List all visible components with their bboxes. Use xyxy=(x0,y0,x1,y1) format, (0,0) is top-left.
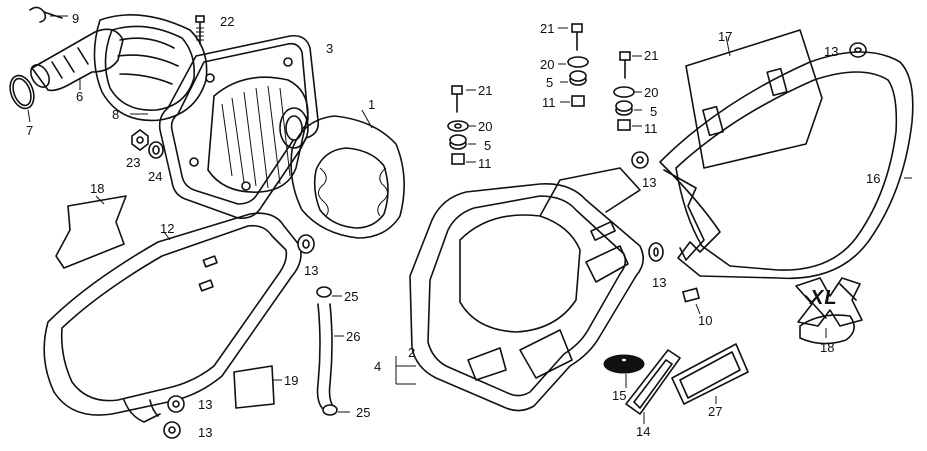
label-5-upper: 5 xyxy=(546,75,554,90)
label-25-bottom: 25 xyxy=(356,405,371,420)
label-18-left: 18 xyxy=(90,181,105,196)
label-13-b: 13 xyxy=(198,397,213,412)
label-21-center: 21 xyxy=(478,83,493,98)
label-3: 3 xyxy=(326,41,334,56)
part-25-clip-bottom xyxy=(322,404,350,416)
label-13-a: 13 xyxy=(304,263,319,278)
label-13-f: 13 xyxy=(652,275,667,290)
bolt-stack-right xyxy=(613,51,642,131)
label-5-center: 5 xyxy=(484,138,492,153)
label-20-right: 20 xyxy=(644,85,659,100)
part-23-nut xyxy=(131,129,149,151)
label-20-center: 20 xyxy=(478,119,493,134)
label-27: 27 xyxy=(708,404,723,419)
part-14-gasket xyxy=(625,349,681,424)
part-16-side-cover xyxy=(659,51,914,280)
part-1-foam xyxy=(290,109,405,239)
label-2: 2 xyxy=(408,345,416,360)
label-10: 10 xyxy=(698,313,713,328)
grommet-13-c xyxy=(163,421,181,439)
grommet-13-a xyxy=(297,234,315,254)
grommet-13-d xyxy=(849,42,867,58)
label-20-upper: 20 xyxy=(540,57,555,72)
label-5-right: 5 xyxy=(650,104,658,119)
label-26: 26 xyxy=(346,329,361,344)
label-23: 23 xyxy=(126,155,141,170)
label-11-center: 11 xyxy=(478,156,492,171)
label-13-c: 13 xyxy=(198,425,213,440)
label-15: 15 xyxy=(612,388,627,403)
label-25-top: 25 xyxy=(344,289,359,304)
part-19-label xyxy=(233,365,282,409)
bolt-stack-upper xyxy=(558,23,589,107)
label-21-right: 21 xyxy=(644,48,659,63)
label-7: 7 xyxy=(26,123,34,138)
label-6: 6 xyxy=(76,89,84,104)
part-2-air-cleaner-case xyxy=(395,167,644,412)
part-17-sheet xyxy=(685,29,823,169)
label-9: 9 xyxy=(72,11,80,26)
part-6-intake-tube xyxy=(30,28,124,92)
air-filter-element xyxy=(207,76,309,193)
label-17: 17 xyxy=(718,29,733,44)
grommet-13-f xyxy=(648,242,664,262)
label-24: 24 xyxy=(148,169,163,184)
part-3-cover-plate xyxy=(158,34,320,220)
grommet-13-b xyxy=(167,395,185,413)
label-18-right: 18 xyxy=(820,340,835,355)
bolt-stack-center xyxy=(447,85,476,165)
part-15-disc xyxy=(603,354,645,388)
label-13-e: 13 xyxy=(642,175,657,190)
part-10-clip xyxy=(681,287,701,315)
label-13-d: 13 xyxy=(824,44,839,59)
part-27-gasket xyxy=(671,343,749,405)
label-19: 19 xyxy=(284,373,299,388)
decal-xl-text: XL xyxy=(810,287,838,309)
part-24-grommet xyxy=(148,141,164,159)
grommet-13-e xyxy=(631,151,649,169)
part-18-decal-xl xyxy=(795,277,863,345)
label-14: 14 xyxy=(636,424,651,439)
label-21-upper: 21 xyxy=(540,21,555,36)
part-26-hose xyxy=(316,303,344,409)
label-1: 1 xyxy=(368,97,376,112)
label-22: 22 xyxy=(220,14,235,29)
part-7-ring xyxy=(9,74,35,123)
label-4: 4 xyxy=(374,359,382,374)
label-16: 16 xyxy=(866,171,881,186)
part-8-boot xyxy=(93,14,208,122)
label-12: 12 xyxy=(160,221,175,236)
part-9-clamp xyxy=(29,6,68,23)
label-11-right: 11 xyxy=(644,121,658,136)
part-22-screw xyxy=(195,15,205,45)
label-11-upper: 11 xyxy=(542,95,556,110)
part-18-decal-left xyxy=(55,195,127,269)
label-8: 8 xyxy=(112,107,120,122)
part-25-clip-top xyxy=(316,286,342,298)
part-12-side-cover xyxy=(43,212,302,423)
